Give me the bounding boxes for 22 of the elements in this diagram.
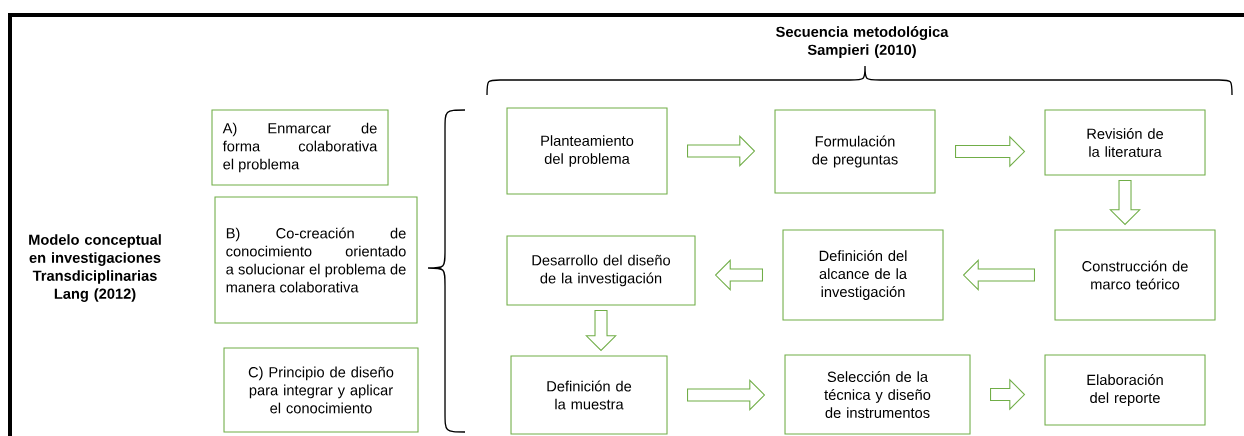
process-box: Selección de la técnica y diseño de instrumentos xyxy=(784,354,971,435)
block-arrow xyxy=(1109,180,1141,226)
process-box: Formulación de preguntas xyxy=(774,109,936,194)
block-arrow xyxy=(955,135,1026,168)
process-box: Definición del alcance de la investigación xyxy=(782,229,944,321)
process-box: Definición de la muestra xyxy=(510,355,668,435)
block-arrow xyxy=(687,135,756,167)
process-box: Planteamiento del problema xyxy=(506,107,668,195)
title: Secuencia metodológica Sampieri (2010) xyxy=(776,26,949,58)
block-arrow xyxy=(990,378,1026,411)
process-box: A) Enmarcar de forma colaborativa el problema xyxy=(211,109,389,186)
block-arrow xyxy=(687,379,766,411)
block-arrow xyxy=(714,259,763,291)
process-box: Revisión de la literatura xyxy=(1044,109,1206,176)
block-arrow xyxy=(962,259,1035,291)
side-label: Modelo conceptual en investigaciones Transdiciplinarias Lang (2012) xyxy=(29,234,161,302)
process-box: Elaboración del reporte xyxy=(1044,354,1206,426)
process-box: C) Principio de diseño para integrar y aplicar el conocimiento xyxy=(223,347,419,433)
block-arrow xyxy=(585,310,617,352)
process-box: Construcción de marco teórico xyxy=(1054,229,1216,321)
process-box: Desarrollo del diseño de la investigación xyxy=(506,235,696,306)
process-box: B) Co-creación de conocimiento orientado a solucionar el problema de manera colaborativa xyxy=(214,196,418,324)
